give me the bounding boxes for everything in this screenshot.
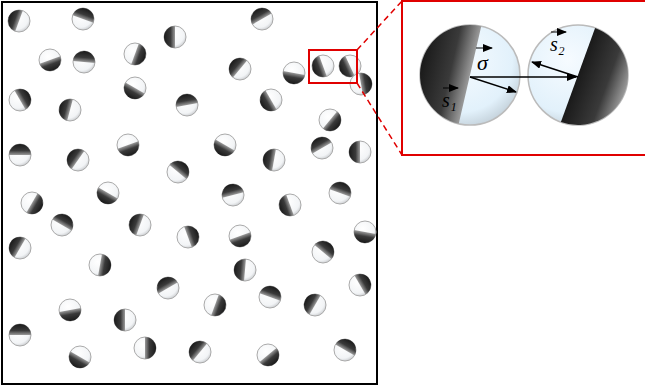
janus-particle [261,147,285,171]
janus-particle [174,92,198,116]
janus-particle [259,283,284,308]
janus-particle [312,237,338,263]
simulation-box [2,2,377,384]
zoom-line [357,1,402,50]
janus-particle [281,62,305,86]
janus-particle [73,50,96,73]
vector-symbol: σ [477,52,488,74]
janus-particle [59,299,83,323]
zoom-line [357,83,402,155]
vector-accent [551,32,566,33]
janus-particle [5,233,31,259]
janus-particle [349,270,375,296]
janus-particle [39,49,64,74]
janus-particle [329,179,354,204]
janus-particle [334,335,360,361]
janus-particle [233,258,256,281]
janus-particle [410,15,520,125]
orientation-vector [470,77,516,92]
janus-particle [134,337,156,359]
janus-particle [57,97,81,121]
janus-particle [126,211,151,236]
sigma-vector [470,76,576,78]
vector-symbol: s₂ [550,34,565,54]
janus-particle [177,223,202,248]
janus-particle [65,346,91,372]
zoom-box [309,50,357,83]
janus-particle [257,344,283,370]
janus-particle [117,134,142,159]
janus-particle [185,337,211,363]
janus-particle [72,5,97,30]
janus-particle [164,26,186,48]
janus-particle [5,7,30,32]
vector-accent [476,48,492,49]
janus-particle [319,109,345,135]
janus-particle [300,290,326,316]
vector-symbol: s₁ [442,90,457,110]
janus-particle [21,192,47,218]
janus-particle [93,182,119,208]
janus-particle [153,273,179,299]
janus-particle [256,89,282,115]
janus-particle [309,55,334,80]
janus-particle [352,221,376,245]
janus-particle [528,25,642,139]
janus-particle [307,133,333,159]
janus-particle [220,182,244,206]
janus-particle [210,134,236,160]
janus-particle [9,85,35,111]
janus-particle [225,54,251,80]
janus-particle [114,309,136,331]
orientation-vector [532,62,578,77]
janus-particle [63,145,89,171]
inset-frame [402,1,645,155]
particle-field [5,4,376,372]
janus-particle [229,225,254,250]
janus-particle [247,4,273,30]
janus-particle [204,294,229,319]
janus-particle [9,144,31,166]
janus-particle [167,157,193,183]
vector-accent [443,88,458,89]
janus-particle [276,194,301,219]
janus-particle [51,210,77,236]
janus-particle [349,141,371,163]
janus-particle [124,43,149,68]
janus-particle [120,77,146,103]
janus-particle [9,324,31,346]
janus-particle [89,254,113,278]
